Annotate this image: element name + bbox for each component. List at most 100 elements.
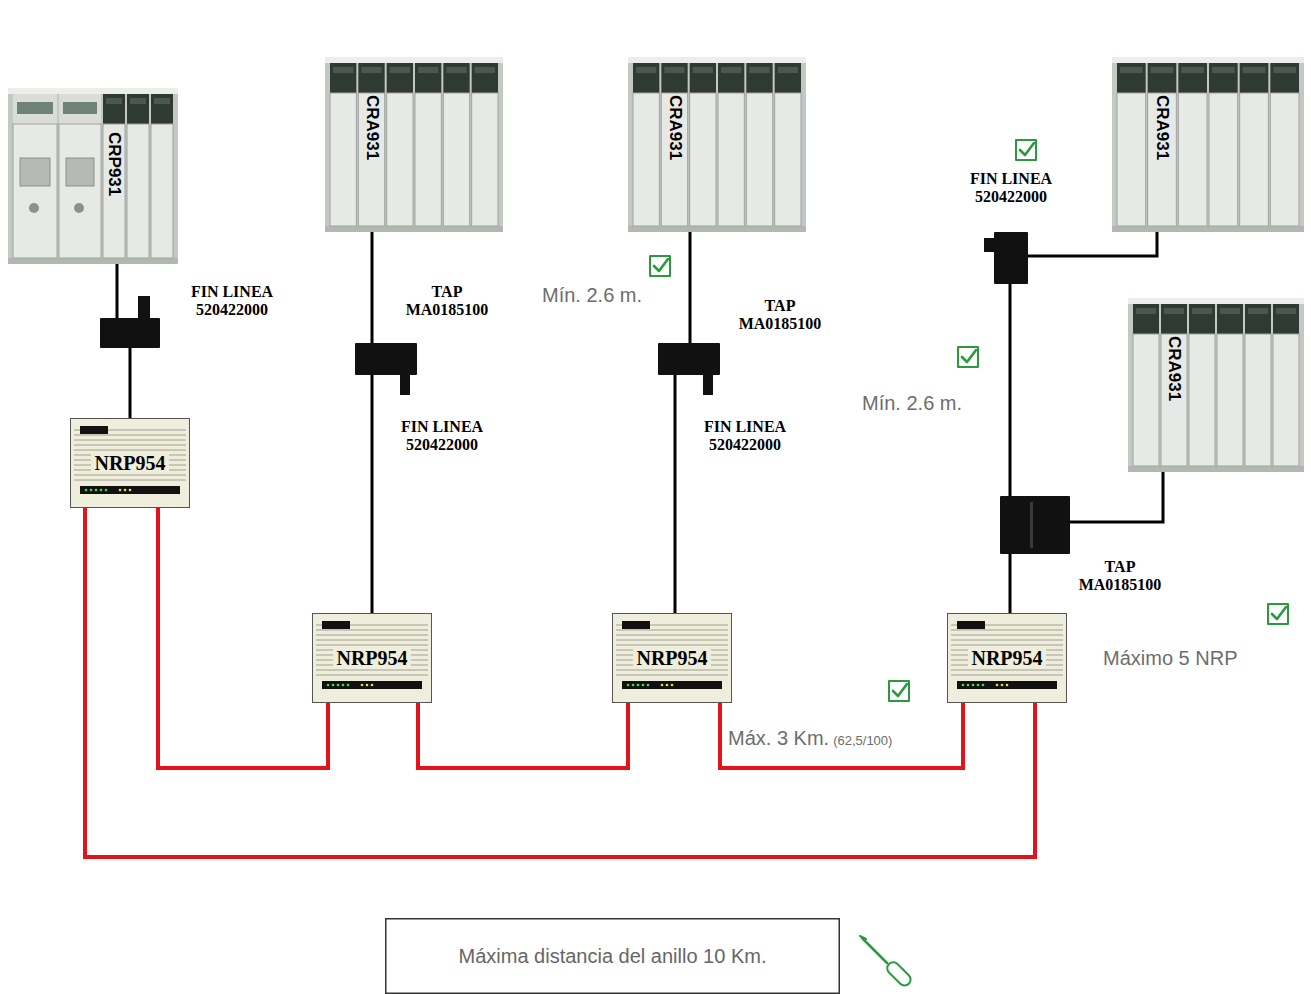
fiber-spec: (62,5/100)	[833, 734, 892, 749]
rack-rail	[1128, 466, 1304, 472]
vent-stripe	[74, 475, 186, 476]
module-face	[1133, 334, 1159, 466]
module-led	[1164, 308, 1184, 314]
status-led	[666, 684, 669, 687]
text-holder: TAP MA0185100	[730, 297, 830, 334]
vent-stripe	[951, 675, 1063, 676]
status-led	[632, 684, 635, 687]
part-number: FIN LINEA 520422000	[961, 170, 1061, 207]
coax-cable	[674, 375, 677, 613]
check-box	[889, 681, 909, 701]
line-terminator: FIN LINEA 520422000	[100, 318, 160, 348]
vent-stripe	[74, 450, 186, 451]
module-led	[446, 67, 466, 73]
coax-cable	[371, 375, 374, 613]
repeater-badge	[957, 621, 985, 629]
module-led	[749, 67, 769, 73]
status-led	[95, 489, 98, 492]
status-led	[119, 489, 122, 492]
part-number: TAP MA0185100	[397, 283, 497, 320]
vent-stripe	[316, 630, 428, 631]
repeater-case	[313, 614, 432, 703]
module-face	[1117, 93, 1146, 226]
module-face	[718, 93, 744, 226]
led-bar	[622, 681, 722, 689]
rack-frame	[1112, 57, 1304, 232]
module-face	[1240, 93, 1269, 226]
module-face	[1148, 93, 1177, 226]
check-icon	[1016, 140, 1036, 160]
status-led	[627, 684, 630, 687]
module-head	[1117, 63, 1146, 93]
status-led	[361, 684, 364, 687]
fiber-repeater: NRP954	[947, 613, 1067, 703]
check-box	[958, 347, 978, 367]
terminator-label: FIN LINEA 520422000	[695, 418, 795, 455]
status-led	[129, 489, 132, 492]
module-face	[330, 93, 356, 226]
module-head	[1273, 304, 1299, 334]
module-led	[1192, 308, 1212, 314]
vent-stripe	[74, 445, 186, 446]
vent-stripe	[616, 675, 728, 676]
rack-rail	[8, 258, 178, 264]
check-icon	[1268, 604, 1288, 624]
coax-cable	[1070, 472, 1163, 522]
module-head	[13, 94, 57, 124]
trunk-tap: TAP MA0185100	[355, 343, 417, 375]
text-holder: Mín. 2.6 m.	[862, 392, 962, 415]
repeater-case	[948, 614, 1067, 703]
length-note: Mín. 2.6 m.	[862, 392, 962, 415]
trunk-tap-shape	[355, 343, 417, 375]
module-head	[1189, 304, 1215, 334]
check-mark	[1272, 607, 1286, 619]
module-face	[1273, 334, 1299, 466]
text-holder: FIN LINEA 520422000	[695, 418, 795, 455]
remote-rack-shape	[1112, 57, 1304, 232]
status-led	[342, 684, 345, 687]
vent-stripe	[74, 480, 186, 481]
repeater-badge	[80, 426, 108, 434]
text-holder: (62,5/100)	[833, 734, 892, 749]
box-label: NRP954	[633, 647, 710, 669]
connector-body	[1000, 496, 1070, 554]
connector-stub	[703, 375, 713, 395]
status-led	[332, 684, 335, 687]
module-head	[690, 63, 716, 93]
connector-stub	[138, 296, 150, 318]
module-led	[1151, 67, 1174, 73]
box-label: NRP954	[968, 647, 1045, 669]
module-led	[1243, 67, 1266, 73]
module-led	[721, 67, 741, 73]
check-box	[1268, 604, 1288, 624]
module-head	[330, 63, 356, 93]
module-face	[443, 93, 469, 226]
module-display	[63, 102, 97, 114]
coax-cable	[1009, 554, 1012, 613]
line-terminator-shape	[994, 232, 1028, 284]
module-face	[127, 124, 149, 258]
module-led	[1212, 67, 1235, 73]
length-note: Mín. 2.6 m.	[542, 284, 642, 307]
vent-stripe	[316, 635, 428, 636]
check-icon	[889, 681, 909, 701]
vent-stripe	[616, 630, 728, 631]
remote-rack-shape	[325, 57, 503, 232]
remote-rack: CRA931	[325, 57, 503, 232]
module-port	[29, 203, 39, 213]
led-bar	[80, 486, 180, 494]
module-face	[746, 93, 772, 226]
remote-rack: CRA931	[628, 57, 806, 232]
module-face	[415, 93, 441, 226]
module-face	[103, 124, 125, 258]
status-led	[90, 489, 93, 492]
text-holder: FIN LINEA 520422000	[392, 418, 492, 455]
status-led	[637, 684, 640, 687]
module-head	[1270, 63, 1299, 93]
module-face	[1245, 334, 1271, 466]
module-face	[775, 93, 801, 226]
status-led	[371, 684, 374, 687]
cpu-rack: CRP931	[8, 88, 178, 264]
status-led	[642, 684, 645, 687]
text-holder: Máximo 5 NRP	[1103, 647, 1237, 670]
